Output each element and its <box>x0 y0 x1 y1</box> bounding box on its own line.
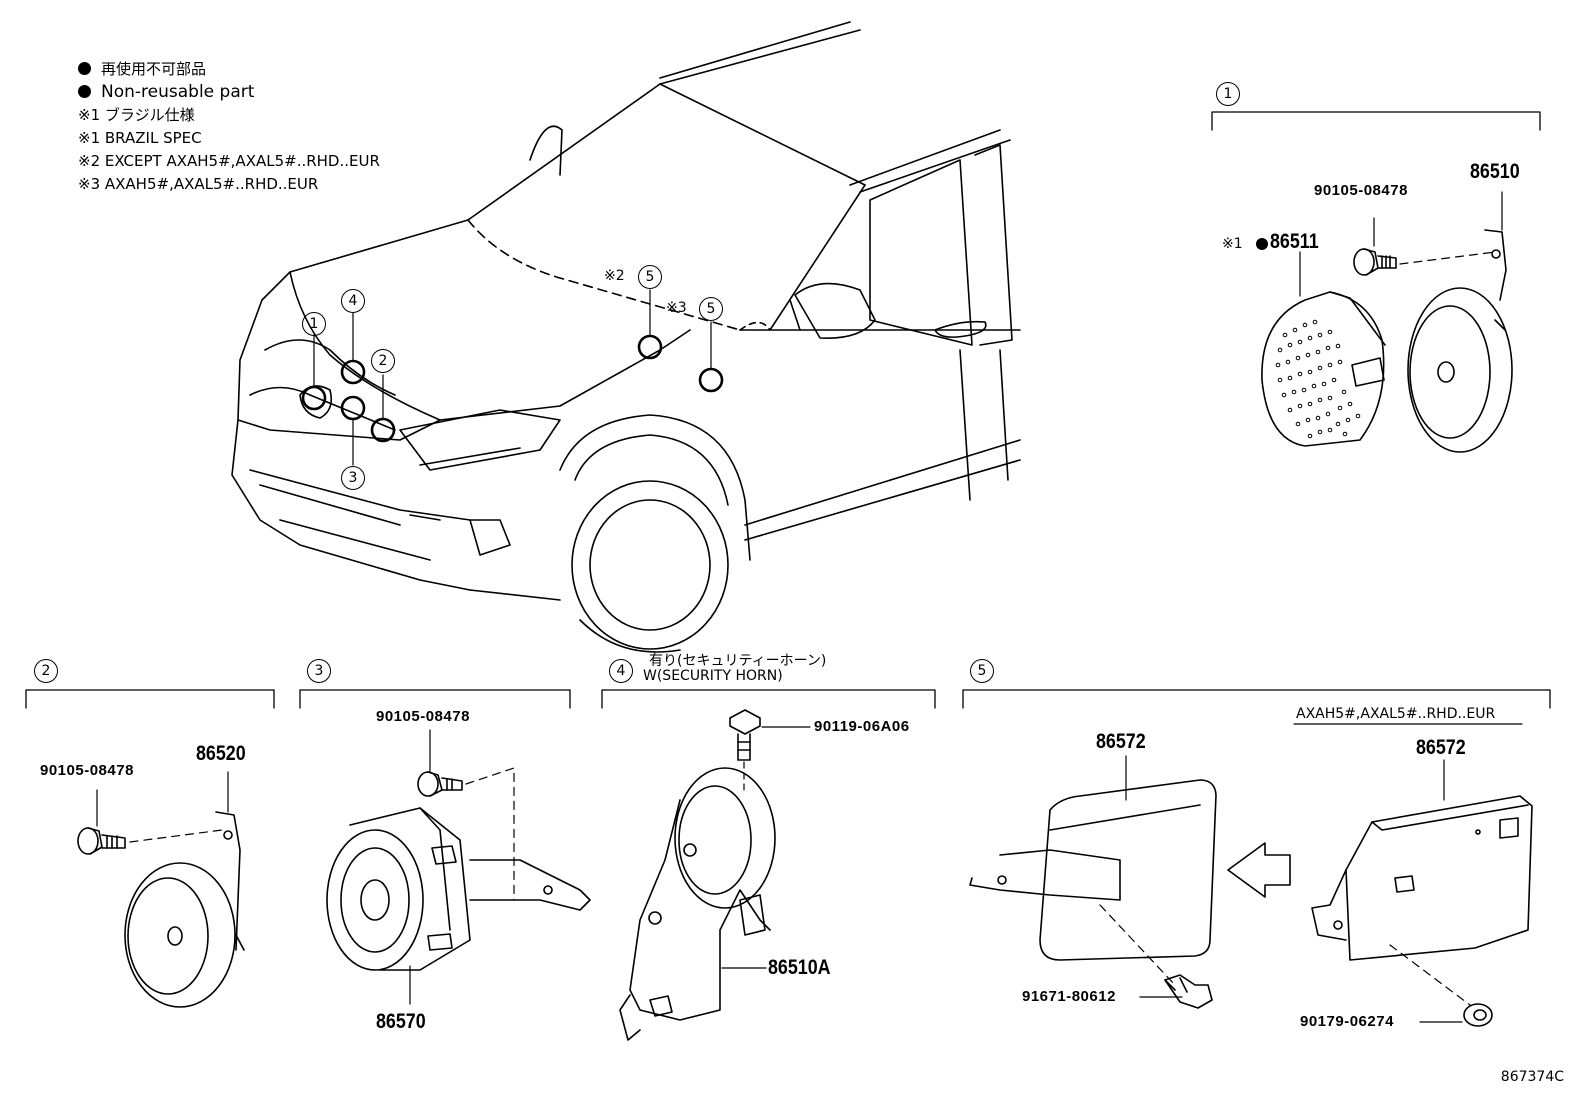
section-callout-5: 5 <box>970 659 994 683</box>
section5-spec-label: AXAH5#,AXAL5#..RHD..EUR <box>1296 706 1496 722</box>
section2-horn-assembly <box>77 771 245 1008</box>
car-callout-3: 3 <box>341 466 365 490</box>
location-ring-2 <box>370 417 396 443</box>
location-ring-5a <box>637 334 663 360</box>
legend-note-2: ※2 EXCEPT AXAH5#,AXAL5#..RHD..EUR <box>78 152 380 170</box>
section2-horn-icon <box>124 811 245 1008</box>
legend-note-1-en: ※1 BRAZIL SPEC <box>78 129 202 147</box>
car-note-2: ※2 <box>604 268 625 284</box>
car-note-3: ※3 <box>666 300 687 316</box>
non-reusable-dot-icon <box>78 85 91 98</box>
section5-left-bolt-icon <box>1164 974 1213 1009</box>
legend-row-en: Non-reusable part <box>78 81 380 104</box>
section1-note-mark: ※1 <box>1222 236 1243 252</box>
section1-cover-icon <box>1261 291 1386 447</box>
section3-siren-part-number: 86570 <box>376 1010 426 1033</box>
diagram-code: 867374C <box>1500 1069 1564 1085</box>
car-callout-2: 2 <box>371 349 395 373</box>
car-callout-1: 1 <box>302 312 326 336</box>
location-ring-3 <box>340 395 366 421</box>
location-ring-5b <box>698 367 724 393</box>
section4-security-horn-assembly <box>619 709 811 1041</box>
legend: 再使用不可部品 Non-reusable part ※1 ブラジル仕様 ※1 B… <box>78 58 380 196</box>
non-reusable-dot-icon <box>78 62 91 75</box>
section-brackets <box>25 111 1551 709</box>
section2-bolt-icon <box>77 827 126 855</box>
car-callout-5b: 5 <box>699 297 723 321</box>
car-location-markers <box>301 334 724 443</box>
car-callout-5a: 5 <box>638 265 662 289</box>
legend-note-3: ※3 AXAH5#,AXAL5#..RHD..EUR <box>78 175 319 193</box>
section4-horn-part-number: 86510A <box>768 956 831 979</box>
section3-siren-assembly <box>326 729 591 1005</box>
section-callout-1: 1 <box>1216 82 1240 106</box>
section2-horn-part-number: 86520 <box>196 742 246 765</box>
section5-direction-arrow <box>1227 842 1291 898</box>
section5-left-ecu-part-number: 86572 <box>1096 730 1146 753</box>
location-ring-1 <box>301 385 327 411</box>
section5-left-bolt-part-number: 91671-80612 <box>1022 988 1116 1005</box>
section1-bolt-icon <box>1353 248 1397 276</box>
section1-horn-assembly <box>1261 191 1513 453</box>
car-callout-4: 4 <box>341 289 365 313</box>
section1-non-reusable-dot-icon <box>1256 238 1268 250</box>
section5-right-nut-part-number: 90179-06274 <box>1300 1013 1394 1030</box>
legend-row-jp: 再使用不可部品 <box>78 58 380 81</box>
section1-horn-part-number: 86510 <box>1470 160 1520 183</box>
section5-left-ecu-icon <box>969 779 1217 961</box>
section1-horn-icon <box>1407 229 1513 453</box>
section-callout-2: 2 <box>34 659 58 683</box>
section5-right-ecu-icon <box>1311 795 1533 961</box>
section-callout-4: 4 <box>609 659 633 683</box>
section3-bolt-icon <box>417 771 463 797</box>
section1-cover-part-number: 86511 <box>1270 230 1319 253</box>
section5-ecu-assembly <box>969 723 1533 1027</box>
section4-bolt-part-number: 90119-06A06 <box>814 718 910 735</box>
legend-en-text: Non-reusable part <box>101 82 255 102</box>
section3-bolt-part-number: 90105-08478 <box>376 708 470 725</box>
section4-title-en: W(SECURITY HORN) <box>643 668 783 684</box>
section4-bolt-icon <box>729 709 761 761</box>
legend-jp-text: 再使用不可部品 <box>101 60 207 78</box>
location-ring-4 <box>340 359 366 385</box>
section5-right-ecu-part-number: 86572 <box>1416 736 1466 759</box>
legend-note-1-jp: ※1 ブラジル仕様 <box>78 106 195 124</box>
car-leader-lines <box>313 289 712 466</box>
section1-bolt-part-number: 90105-08478 <box>1314 182 1408 199</box>
section-callout-3: 3 <box>307 659 331 683</box>
section4-horn-icon <box>619 767 776 1041</box>
section3-siren-icon <box>326 807 591 971</box>
section4-title-jp: 有り(セキュリティーホーン) <box>649 653 827 669</box>
vehicle-front-view <box>231 21 1021 653</box>
section5-right-nut-icon <box>1463 1003 1493 1027</box>
section2-bolt-part-number: 90105-08478 <box>40 762 134 779</box>
